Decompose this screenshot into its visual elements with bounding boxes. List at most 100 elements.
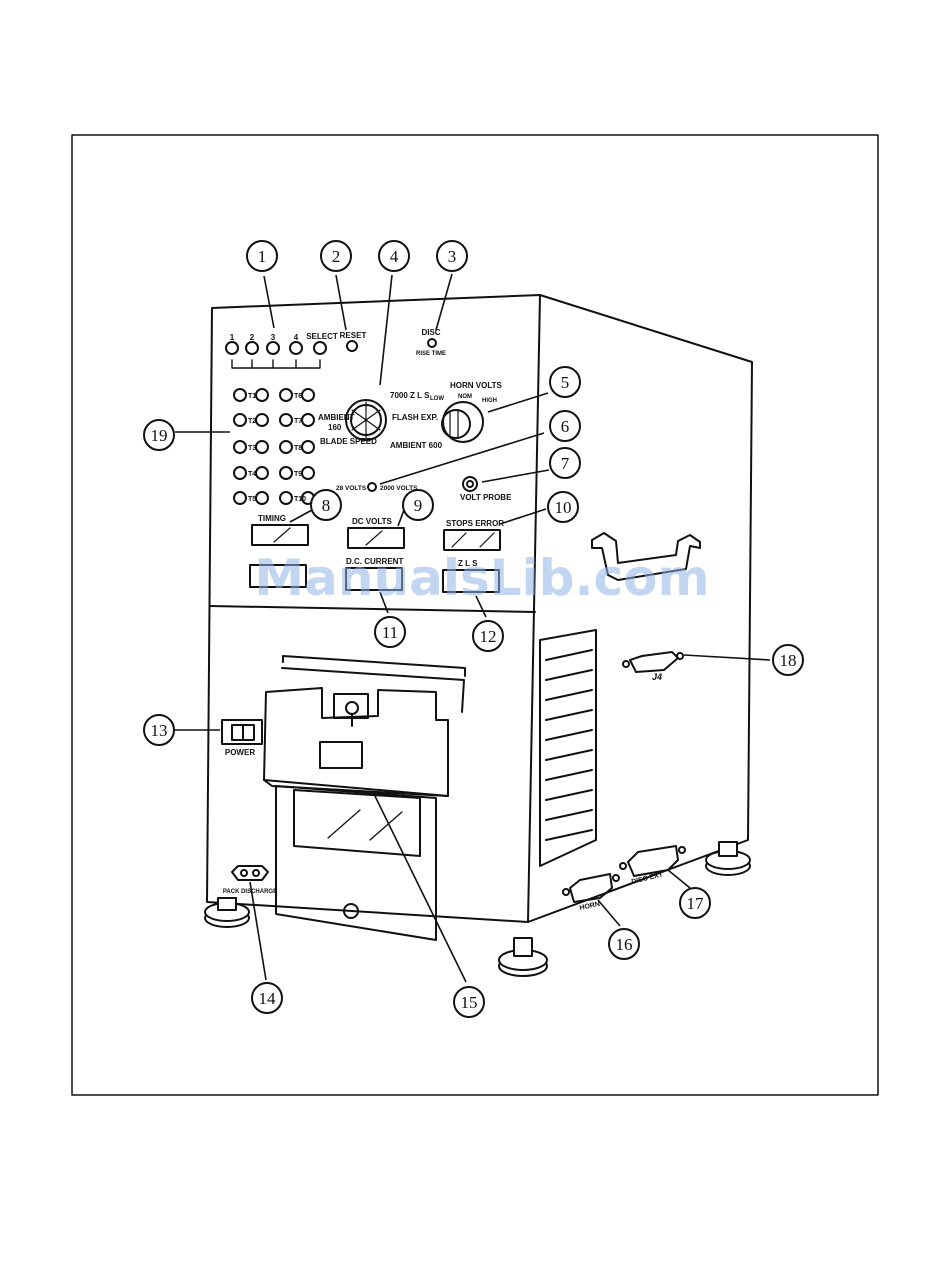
volt-probe-label: VOLT PROBE bbox=[460, 493, 512, 502]
callout-16: 16 bbox=[608, 928, 640, 960]
test-t8-label: T8 bbox=[294, 445, 302, 452]
dial-blade-label: BLADE SPEED bbox=[320, 437, 377, 446]
test-t2-label: T2 bbox=[248, 418, 256, 425]
callout-18: 18 bbox=[772, 644, 804, 676]
dial-ambient-left-label: AMBIENT bbox=[318, 413, 355, 422]
select-pos-1: 1 bbox=[230, 333, 235, 342]
callout-19: 19 bbox=[143, 419, 175, 451]
select-row bbox=[225, 340, 358, 369]
test-t9-label: T9 bbox=[294, 471, 302, 478]
svg-text:6: 6 bbox=[561, 417, 570, 436]
foot-left bbox=[204, 897, 250, 928]
callout-1: 1 bbox=[246, 240, 278, 272]
dc-volts-meter bbox=[347, 527, 405, 549]
zls-label: Z L S bbox=[458, 559, 478, 568]
timing-label: TIMING bbox=[258, 514, 286, 523]
horn-volts-knob bbox=[441, 401, 484, 443]
horn-connector bbox=[562, 873, 620, 903]
svg-text:12: 12 bbox=[480, 627, 497, 646]
select-pos-2: 2 bbox=[250, 333, 255, 342]
svg-text:17: 17 bbox=[687, 894, 705, 913]
test-t4-label: T4 bbox=[248, 471, 256, 478]
cabinet-side bbox=[527, 294, 753, 923]
pack-discharge-fitting bbox=[231, 865, 269, 881]
svg-text:16: 16 bbox=[616, 935, 633, 954]
callout-11: 11 bbox=[374, 616, 406, 648]
test-t3-label: T3 bbox=[248, 445, 256, 452]
test-t1-label: T1 bbox=[248, 393, 256, 400]
foot-front bbox=[498, 937, 548, 977]
dc-volts-label: DC VOLTS bbox=[352, 517, 393, 526]
panel-labels: 1 2 3 4 SELECT RESET DISC RISE TIME 7000… bbox=[223, 328, 665, 912]
dc-current-meter bbox=[345, 567, 403, 591]
test-t7-label: T7 bbox=[294, 418, 302, 425]
reset-label: RESET bbox=[340, 331, 367, 340]
svg-text:11: 11 bbox=[382, 623, 398, 642]
volts-toggle bbox=[367, 482, 377, 492]
foot-right bbox=[705, 841, 751, 876]
disc-switch bbox=[427, 338, 437, 348]
watermark: ManualsLib.com bbox=[254, 549, 709, 607]
selector-knob bbox=[345, 399, 387, 441]
callout-8: 8 bbox=[310, 489, 342, 521]
horn-high-label: HIGH bbox=[482, 398, 497, 404]
volts-right-label: 2000 VOLTS bbox=[380, 485, 418, 492]
callout-5: 5 bbox=[549, 366, 581, 398]
horn-nom-label: NOM bbox=[458, 394, 472, 400]
svg-text:4: 4 bbox=[390, 247, 399, 266]
slot-assembly bbox=[263, 655, 466, 941]
callout-10: 10 bbox=[547, 491, 579, 523]
power-switch bbox=[221, 719, 263, 745]
dial-ambient-left-value: 160 bbox=[328, 423, 342, 432]
dial-zls-label: 7000 Z L S bbox=[390, 391, 430, 400]
carry-handle bbox=[591, 532, 701, 581]
horn-low-label: LOW bbox=[430, 396, 444, 402]
zls-meter bbox=[442, 569, 500, 593]
svg-text:19: 19 bbox=[151, 426, 168, 445]
test-t5-label: T5 bbox=[248, 496, 256, 503]
svg-text:8: 8 bbox=[322, 496, 331, 515]
test-indicator-grid bbox=[233, 388, 315, 505]
horn-volts-label: HORN VOLTS bbox=[450, 381, 503, 390]
callout-6: 6 bbox=[549, 410, 581, 442]
j4-label: J4 bbox=[652, 672, 662, 682]
power-label: POWER bbox=[225, 748, 255, 757]
svg-text:15: 15 bbox=[461, 993, 478, 1012]
test-t10-label: T10 bbox=[294, 496, 306, 503]
dc-current-label: D.C. CURRENT bbox=[346, 557, 403, 566]
disc-ext-connector bbox=[619, 845, 686, 877]
callout-2: 2 bbox=[320, 240, 352, 272]
stops-error-meter bbox=[443, 529, 501, 551]
callout-3: 3 bbox=[436, 240, 468, 272]
callout-4: 4 bbox=[378, 240, 410, 272]
horn-connector-label: HORN bbox=[579, 901, 601, 912]
disc-label: DISC bbox=[421, 328, 440, 337]
dial-ambient-right-label: AMBIENT 600 bbox=[390, 441, 443, 450]
callout-7: 7 bbox=[549, 447, 581, 479]
volt-probe-jack bbox=[462, 476, 478, 492]
callout-9: 9 bbox=[402, 489, 434, 521]
j4-connector bbox=[622, 651, 684, 673]
svg-text:18: 18 bbox=[780, 651, 797, 670]
svg-text:3: 3 bbox=[448, 247, 457, 266]
select-pos-4: 4 bbox=[294, 333, 299, 342]
callout-15: 15 bbox=[453, 986, 485, 1018]
side-vent bbox=[539, 629, 597, 867]
svg-text:10: 10 bbox=[555, 498, 572, 517]
svg-text:1: 1 bbox=[258, 247, 267, 266]
svg-text:2: 2 bbox=[332, 247, 341, 266]
timing-meter bbox=[251, 524, 309, 546]
callout-13: 13 bbox=[143, 714, 175, 746]
callouts: 1 2 3 4 5 6 7 8 9 10 11 12 13 14 15 16 1… bbox=[143, 240, 804, 1018]
callout-12: 12 bbox=[472, 620, 504, 652]
dial-flash-label: FLASH EXP. bbox=[392, 413, 438, 422]
callout-17: 17 bbox=[679, 887, 711, 919]
callout-14: 14 bbox=[251, 982, 283, 1014]
svg-text:5: 5 bbox=[561, 373, 570, 392]
leader-lines bbox=[175, 273, 771, 983]
test-t6-label: T6 bbox=[294, 393, 302, 400]
stops-error-label: STOPS ERROR bbox=[446, 519, 504, 528]
svg-text:14: 14 bbox=[259, 989, 277, 1008]
